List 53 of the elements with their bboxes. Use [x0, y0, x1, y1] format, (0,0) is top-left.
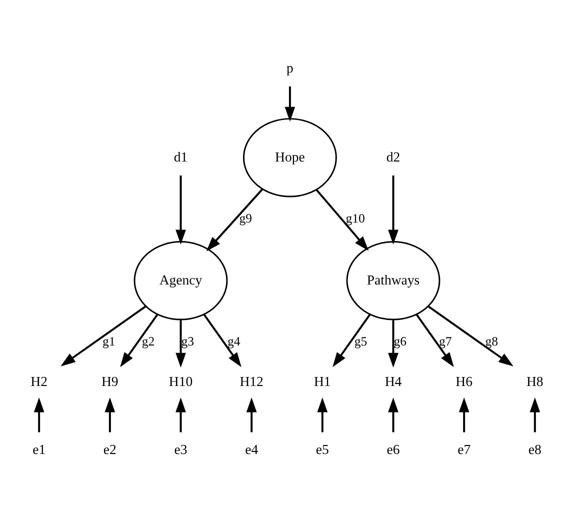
arrow — [104, 397, 116, 432]
node-text: H1 — [314, 374, 331, 390]
edge-label: g10 — [346, 212, 365, 226]
arrow — [388, 175, 398, 245]
node-text: H8 — [526, 374, 544, 390]
node-ellipse: Agency — [134, 241, 228, 320]
edge-label: g2 — [142, 334, 155, 348]
arrow — [458, 397, 470, 432]
edge-label: g1 — [102, 334, 116, 348]
node-text: e1 — [32, 442, 46, 457]
arrow — [284, 86, 296, 122]
node-text: H12 — [240, 374, 264, 390]
node-ellipse: Hope — [242, 118, 337, 198]
arrow — [176, 397, 186, 432]
arrow — [388, 397, 398, 432]
arrow — [332, 314, 371, 368]
node-text: e7 — [458, 442, 471, 457]
node-text: e5 — [316, 442, 329, 457]
arrow — [246, 397, 257, 432]
node-text: e3 — [174, 442, 188, 457]
arrow — [176, 175, 186, 245]
node-text: d1 — [174, 149, 188, 164]
node-ellipse: Pathways — [346, 241, 440, 320]
edge-label: g7 — [439, 334, 452, 348]
node-text: e6 — [386, 442, 400, 457]
node-text: e8 — [528, 442, 542, 457]
arrow — [316, 189, 369, 251]
node-text: H2 — [30, 374, 48, 390]
node-text: H9 — [102, 374, 118, 390]
edge-label: g5 — [354, 334, 368, 348]
node-text: e2 — [103, 442, 116, 457]
arrow — [120, 314, 158, 368]
node-text: H6 — [456, 374, 472, 390]
arrow — [34, 397, 44, 432]
node-text: H4 — [384, 374, 402, 390]
node-text: p — [286, 60, 294, 76]
arrow — [530, 397, 540, 432]
arrow — [317, 397, 328, 432]
arrow — [388, 320, 398, 368]
edge-label: g8 — [485, 334, 498, 348]
node-text: e4 — [245, 442, 258, 457]
node-text: d2 — [386, 149, 400, 164]
arrow — [176, 320, 186, 368]
edge-label: g3 — [181, 334, 194, 348]
edge-label: g4 — [227, 334, 240, 348]
arrow — [206, 188, 264, 252]
arrow — [60, 306, 146, 366]
edge-label: g9 — [239, 212, 252, 226]
edge-label: g6 — [394, 334, 407, 348]
arrow — [203, 314, 242, 368]
node-text: H10 — [168, 374, 193, 390]
arrow — [428, 306, 514, 366]
arrow — [416, 314, 454, 368]
